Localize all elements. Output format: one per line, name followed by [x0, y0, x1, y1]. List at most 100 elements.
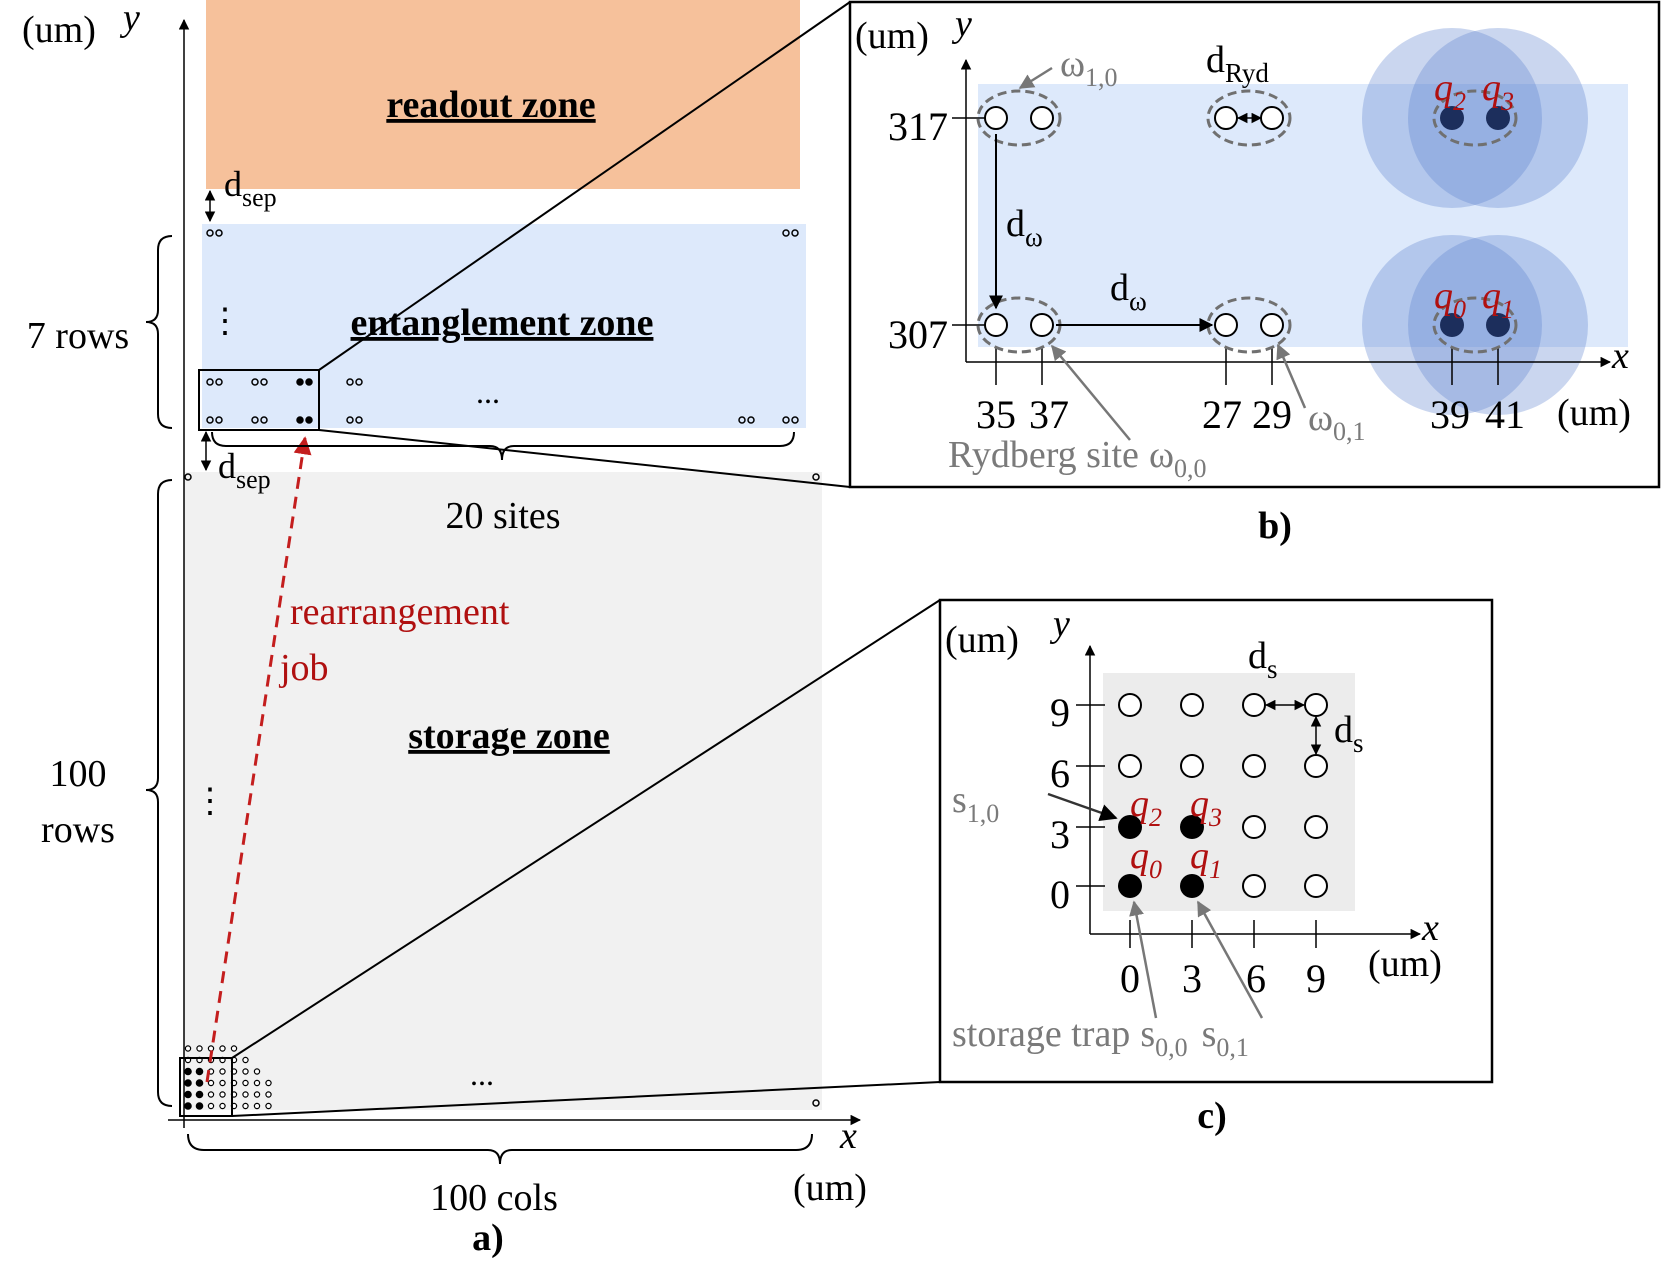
d-s-horizontal-label: ds: [1248, 635, 1278, 684]
a-y-unit: (um): [22, 9, 96, 51]
caption-a: a): [472, 1217, 504, 1259]
storage-atom: [184, 1067, 192, 1076]
c-y-tick-marks: [1076, 704, 1105, 887]
b-x-label: x: [1611, 335, 1629, 377]
c-x-unit: (um): [1368, 943, 1442, 985]
storage-zone-label: storage zone: [408, 715, 610, 757]
b-q2-label: q2: [1434, 67, 1466, 116]
storage-corner-site: [184, 473, 192, 481]
storage-site: [196, 1045, 203, 1052]
d-omega-horizontal-label: dω: [1110, 267, 1147, 316]
b-y-tick-label-317: 317: [888, 104, 948, 149]
zoom-line-c-top: [231, 599, 941, 1059]
b-entangle-zone: [978, 84, 1628, 347]
b-x-tick-label-27: 27: [1202, 392, 1242, 437]
c-atoms: [1118, 815, 1204, 898]
storage-site: [242, 1102, 249, 1110]
storage-site: [242, 1079, 249, 1087]
storage-site: [242, 1056, 249, 1064]
d-sep-label-top: dsep: [224, 164, 277, 212]
entanglement-zone-rect: [202, 224, 806, 428]
b-x-tick-label-39: 39: [1430, 392, 1470, 437]
s-10-pointer: [1047, 792, 1118, 822]
d-sep-label-bottom: dsep: [218, 446, 271, 494]
storage-site: [219, 1079, 226, 1087]
storage-site: [207, 1091, 215, 1098]
rearrangement-label-2: job: [278, 647, 329, 689]
rearrangement-arrow: [205, 436, 312, 1083]
omega-01-label: ω0,1: [1308, 397, 1366, 446]
c-x-tick-label-6: 6: [1246, 956, 1266, 1001]
s-00-pointer: [1129, 900, 1158, 1019]
b-q1-label: q1: [1482, 275, 1514, 324]
c-q0-label: q0: [1130, 835, 1162, 884]
c-y-tick-label-6: 6: [1050, 751, 1070, 796]
label-100-rows-b: rows: [41, 809, 115, 851]
storage-site: [219, 1091, 226, 1098]
s-01-pointer: [1196, 900, 1264, 1019]
c-q1-label: q1: [1190, 835, 1222, 884]
b-x-tick-label-35: 35: [976, 392, 1016, 437]
readout-zone-label: readout zone: [386, 84, 595, 126]
readout-zone-rect: [206, 0, 800, 189]
c-x-label: x: [1421, 907, 1439, 949]
a-x-unit: (um): [793, 1167, 867, 1209]
a-y-label: y: [119, 0, 140, 39]
storage-site: [242, 1068, 249, 1075]
b-x-tick-label-29: 29: [1252, 392, 1292, 437]
storage-site: [184, 1045, 192, 1052]
omega-10-pointer: [1018, 66, 1053, 90]
b-q0-label: q0: [1434, 275, 1466, 324]
storage-atom: [195, 1067, 204, 1076]
label-100-rows-a: 100: [50, 753, 107, 795]
entangle-zoom-box: [198, 369, 320, 431]
storage-zone-rect: [184, 472, 822, 1110]
b-x-tick-label-37: 37: [1029, 392, 1069, 437]
storage-corner-site: [812, 473, 820, 481]
rydberg-site-ellipses: [976, 89, 1518, 354]
b-y-label: y: [951, 3, 972, 45]
storage-zoom-box: [179, 1057, 233, 1117]
caption-b: b): [1258, 505, 1292, 547]
rydberg-traps: [984, 106, 1284, 337]
c-x-tick-label-3: 3: [1182, 956, 1202, 1001]
storage-atom: [195, 1090, 204, 1099]
b-y-tick-label-307: 307: [888, 312, 948, 357]
s-10-label: s1,0: [952, 779, 999, 828]
b-x-tick-label-41: 41: [1485, 392, 1525, 437]
storage-site: [265, 1102, 272, 1110]
panel-a: (um) y x (um) readout zone entanglement …: [22, 0, 941, 1259]
storage-site: [207, 1102, 215, 1110]
entangle-ellipsis: ...: [476, 374, 500, 410]
storage-atom: [195, 1079, 204, 1087]
storage-site: [253, 1102, 261, 1110]
entangle-vdots: ⋮: [208, 303, 242, 340]
zoom-line-c-bottom: [231, 1081, 941, 1117]
entanglement-sites: [206, 229, 799, 424]
storage-vdots: ⋮: [193, 783, 227, 820]
omega-10-label: ω1,0: [1060, 43, 1118, 92]
brace-100-rows: [145, 479, 173, 1107]
b-y-unit: (um): [855, 15, 929, 57]
storage-site: [219, 1068, 226, 1075]
c-y-unit: (um): [945, 619, 1019, 661]
label-20-sites: 20 sites: [445, 495, 560, 537]
c-q2-label: q2: [1130, 783, 1162, 832]
zoom-line-b-bottom: [318, 429, 851, 488]
d-s-vertical-label: ds: [1334, 709, 1364, 758]
storage-site: [265, 1091, 272, 1098]
b-x-ticks: [995, 348, 1499, 385]
storage-atom: [195, 1102, 204, 1110]
storage-site: [265, 1079, 272, 1087]
storage-site: [242, 1091, 249, 1098]
storage-atom: [184, 1102, 192, 1110]
a-x-label: x: [839, 1115, 857, 1157]
c-y-tick-label-9: 9: [1050, 690, 1070, 735]
panel-c: (um) y x (um) 9 6 3 0 0 3 6 9 q2: [938, 598, 1494, 1137]
storage-site: [253, 1068, 261, 1075]
c-x-tick-label-9: 9: [1306, 956, 1326, 1001]
rearrangement-label-1: rearrangement: [290, 591, 510, 633]
